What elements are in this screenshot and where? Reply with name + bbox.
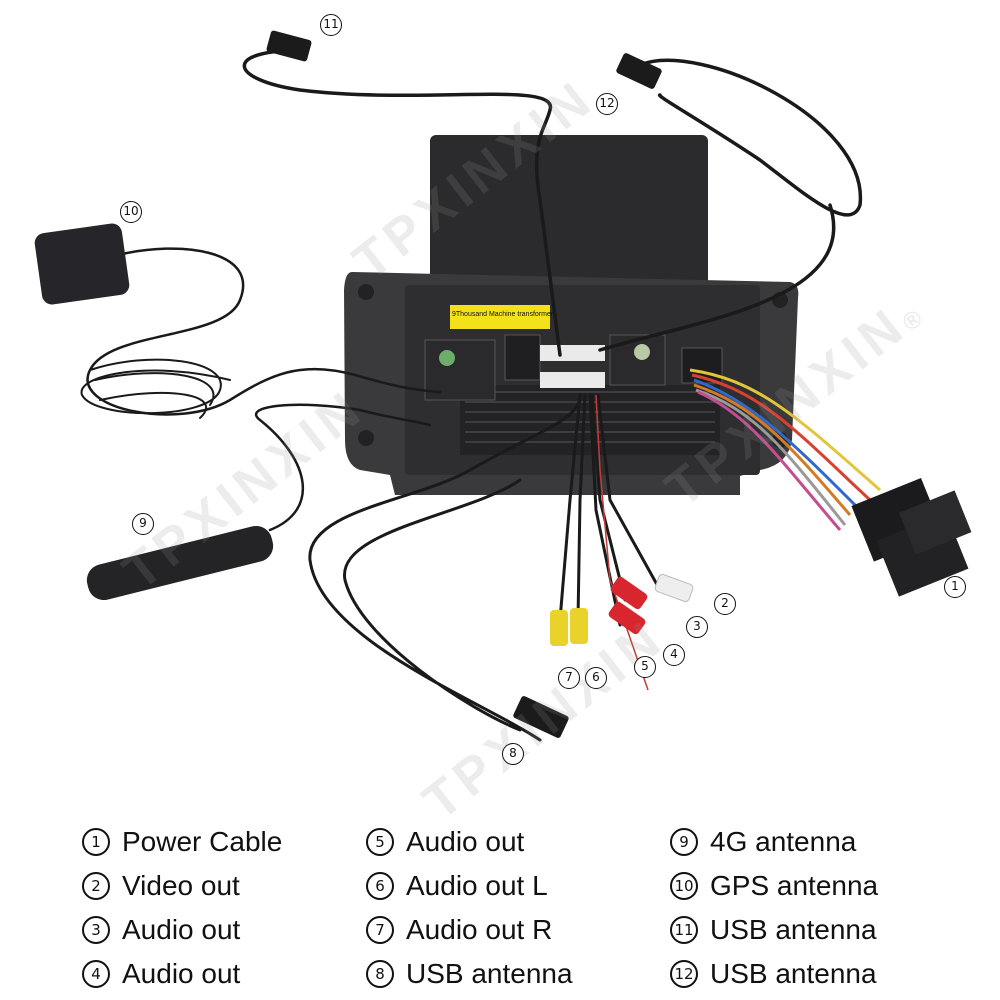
cable-rca-7: [558, 393, 582, 622]
legend-item: 12 USB antenna: [670, 952, 878, 996]
legend-item: 6 Audio out L: [366, 864, 573, 908]
legend-number: 1: [82, 828, 110, 856]
legend-column-2: 5 Audio out 6 Audio out L 7 Audio out R 8 US…: [366, 820, 573, 996]
legend-item: 11 USB antenna: [670, 908, 878, 952]
callout-2: 2: [714, 593, 736, 615]
legend-number: 7: [366, 916, 394, 944]
legend-label: Audio out: [406, 826, 525, 857]
legend-number: 11: [670, 916, 698, 944]
callout-1: 1: [944, 576, 966, 598]
connector-block-right: [609, 334, 666, 386]
antenna-4g: [86, 525, 274, 601]
legend-label: Audio out: [122, 958, 241, 989]
white-plug-bottom: [540, 372, 605, 388]
sticker-text: 9Thousand Machine transformer: [452, 311, 554, 318]
legend-label: USB antenna: [710, 914, 877, 945]
cable-gps: [86, 247, 442, 416]
callout-9: 9: [132, 513, 154, 535]
legend-item: 10 GPS antenna: [670, 864, 878, 908]
callout-7: 7: [558, 667, 580, 689]
callout-5: 5: [634, 656, 656, 678]
screen-panel: [430, 135, 708, 285]
callout-12: 12: [596, 93, 618, 115]
product-photo: 9Thousand Machine transformer: [34, 30, 972, 742]
legend-label: USB antenna: [406, 958, 573, 989]
cable-usb-8: [308, 393, 582, 742]
legend-number: 4: [82, 960, 110, 988]
callout-3: 3: [686, 616, 708, 638]
connector-block-center: [504, 334, 541, 381]
legend-number: 10: [670, 872, 698, 900]
rca-plugs: [550, 574, 694, 646]
cable-gps-coil: [80, 358, 231, 419]
legend-item: 9 4G antenna: [670, 820, 878, 864]
legend-item: 5 Audio out: [366, 820, 573, 864]
legend-number: 6: [366, 872, 394, 900]
callout-4: 4: [663, 644, 685, 666]
legend-item: 7 Audio out R: [366, 908, 573, 952]
cable-usb-12: [598, 58, 862, 352]
legend-number: 3: [82, 916, 110, 944]
cable-rca-6: [576, 393, 587, 622]
legend-number: 9: [670, 828, 698, 856]
legend-label: USB antenna: [710, 958, 877, 989]
cable-rca-3: [590, 393, 627, 602]
cable-4g: [254, 403, 432, 532]
legend-item: 2 Video out: [82, 864, 282, 908]
legend-label: Audio out L: [406, 870, 548, 901]
iso-connector: [851, 477, 972, 597]
legend-number: 2: [82, 872, 110, 900]
cable-usb-11: [242, 48, 562, 357]
usb-plug-12: [616, 53, 662, 89]
legend-number: 12: [670, 960, 698, 988]
power-harness: [689, 368, 881, 531]
callout-8: 8: [502, 743, 524, 765]
callout-10: 10: [120, 201, 142, 223]
legend-number: 8: [366, 960, 394, 988]
legend-item: 1 Power Cable: [82, 820, 282, 864]
legend-label: Audio out R: [406, 914, 553, 945]
gps-puck: [34, 223, 130, 305]
legend-item: 8 USB antenna: [366, 952, 573, 996]
usb-plug-8: [513, 696, 569, 738]
legend-number: 5: [366, 828, 394, 856]
cable-red-wire: [595, 394, 649, 691]
callout-11: 11: [320, 14, 342, 36]
legend-item: 4 Audio out: [82, 952, 282, 996]
legend-label: Audio out: [122, 914, 241, 945]
legend-label: Power Cable: [122, 826, 283, 857]
connector-block-left: [424, 339, 496, 401]
legend-item: 3 Audio out: [82, 908, 282, 952]
usb-plug-11: [266, 30, 312, 62]
cable-rca-2: [596, 393, 662, 592]
white-plug-top: [540, 345, 605, 361]
sticker: [450, 305, 550, 329]
callout-6: 6: [585, 667, 607, 689]
legend-label: GPS antenna: [710, 870, 879, 901]
legend-label: Video out: [122, 870, 240, 901]
legend-label: 4G antenna: [710, 826, 857, 857]
